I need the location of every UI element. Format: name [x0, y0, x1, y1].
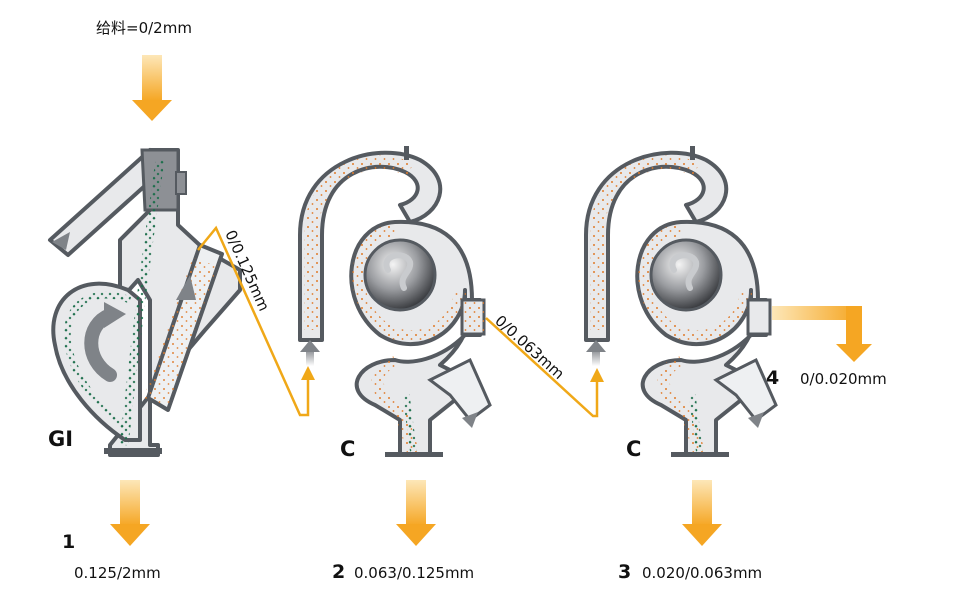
- final-product-arrow: [772, 306, 872, 362]
- product-arrow-3: [682, 480, 722, 546]
- stage-number-1: 1: [62, 531, 75, 553]
- machine-label-3: C: [626, 437, 641, 461]
- transfer-line-2: [485, 317, 604, 418]
- cyclone-1: [298, 146, 492, 457]
- machine-label-1: GI: [48, 427, 73, 451]
- feed-arrow: [132, 55, 172, 121]
- transfer-label-2: 0/0.063mm: [491, 312, 568, 383]
- machine-label-2: C: [340, 437, 355, 461]
- stage-number-3: 3: [618, 561, 631, 583]
- final-product: 0/0.020mm: [800, 370, 887, 388]
- gi-separator: [48, 148, 242, 457]
- stage-product-3: 0.020/0.063mm: [642, 564, 762, 582]
- product-arrow-1: [110, 480, 150, 546]
- final-number: 4: [766, 367, 779, 389]
- stage-product-2: 0.063/0.125mm: [354, 564, 474, 582]
- transfer-line-1: [197, 225, 315, 417]
- stage-number-2: 2: [332, 561, 345, 583]
- cyclone-2: [584, 146, 778, 457]
- stage-product-1: 0.125/2mm: [74, 564, 161, 582]
- feed-label: 给料=0/2mm: [96, 19, 192, 37]
- product-arrow-2: [396, 480, 436, 546]
